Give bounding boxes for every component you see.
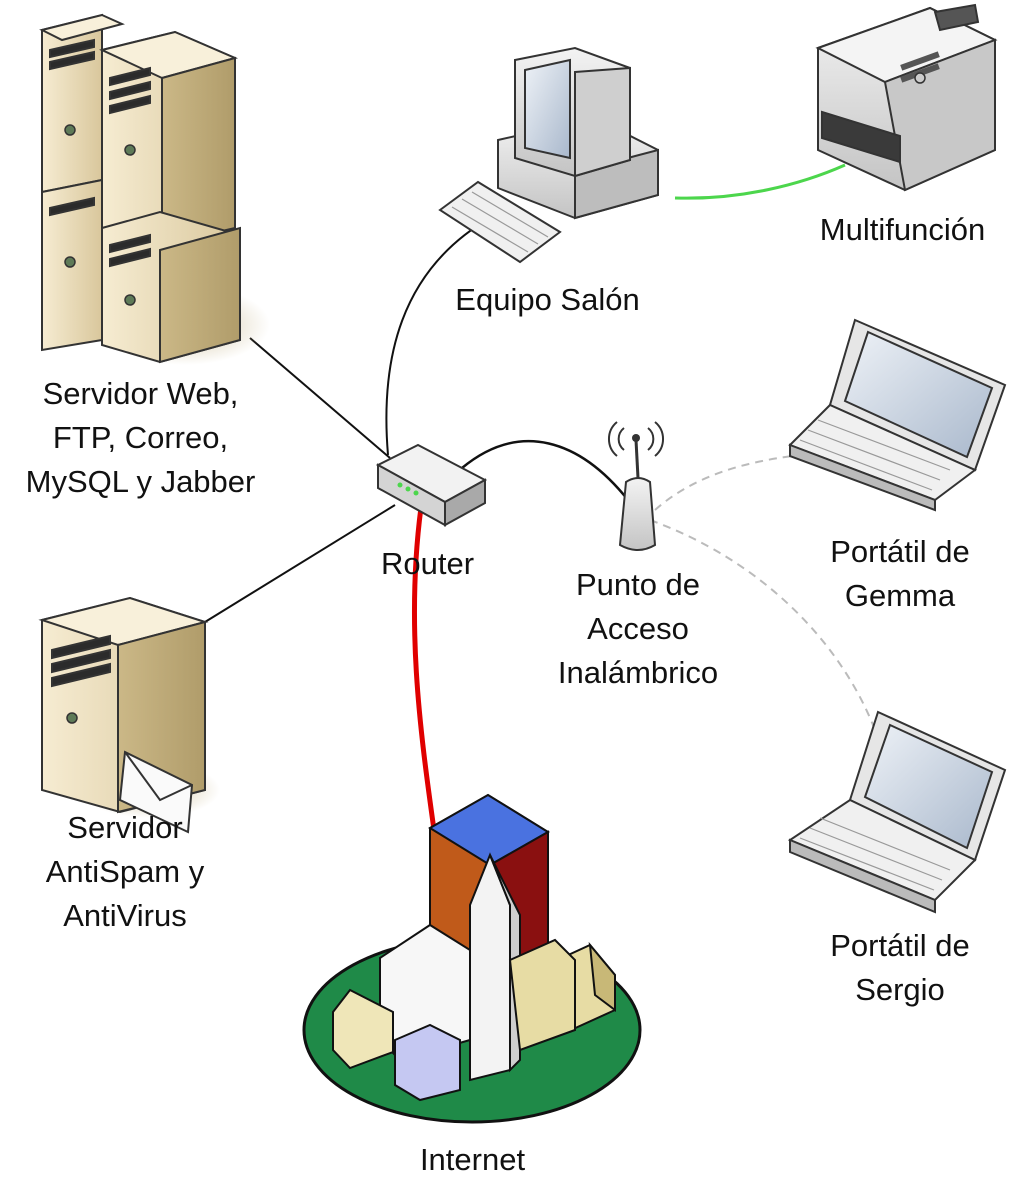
label-line: Servidor Web, (42, 376, 239, 411)
label-line: FTP, Correo, (52, 420, 229, 455)
printer-icon (815, 3, 998, 192)
laptop-icon-sergio (787, 710, 1007, 914)
label-laptop-gemma: Portátil de Gemma (795, 530, 1005, 618)
label-line: Sergio (855, 972, 945, 1007)
label-line: Portátil de (830, 534, 970, 569)
label-line: Servidor (67, 810, 183, 845)
city-internet-icon (302, 793, 642, 1124)
label-router: Router (350, 542, 505, 586)
label-equipo-salon: Equipo Salón (420, 278, 675, 322)
envelope-icon (118, 750, 194, 834)
label-line: AntiVirus (63, 898, 187, 933)
wireless-link-sergio (649, 519, 876, 731)
server-cluster-icon (39, 13, 270, 365)
router-icon (375, 443, 488, 527)
link-server-router (249, 337, 391, 459)
label-line: Punto de (575, 567, 701, 602)
link-pc-printer (674, 163, 846, 200)
desktop-computer-icon (438, 46, 659, 264)
label-line: Gemma (844, 578, 956, 613)
label-line: Internet (419, 1142, 526, 1177)
label-line: AntiSpam y (45, 854, 205, 889)
link-antispam-router (204, 504, 396, 623)
label-line: Multifunción (819, 212, 986, 247)
label-laptop-sergio: Portátil de Sergio (795, 924, 1005, 1012)
label-server-web: Servidor Web, FTP, Correo, MySQL y Jabbe… (8, 372, 273, 504)
label-line: Acceso (587, 611, 689, 646)
label-server-antispam: Servidor AntiSpam y AntiVirus (10, 806, 240, 938)
label-access-point: Punto de Acceso Inalámbrico (528, 563, 748, 695)
link-router-internet (411, 499, 437, 831)
wireless-access-point-icon (607, 421, 665, 551)
label-line: Portátil de (830, 928, 970, 963)
label-line: Equipo Salón (455, 282, 640, 317)
wireless-link-gemma (654, 454, 801, 511)
label-internet: Internet (385, 1138, 560, 1182)
label-line: MySQL y Jabber (25, 464, 256, 499)
mail-server-icon (38, 596, 220, 834)
label-line: Router (380, 546, 475, 581)
keyboard-icon (438, 180, 562, 264)
connections (204, 163, 876, 831)
link-router-pc (385, 217, 491, 456)
link-router-access-point (461, 439, 629, 501)
label-multifuncion: Multifunción (795, 208, 1010, 252)
laptop-icon-gemma (788, 318, 1007, 512)
label-line: Inalámbrico (557, 655, 719, 690)
